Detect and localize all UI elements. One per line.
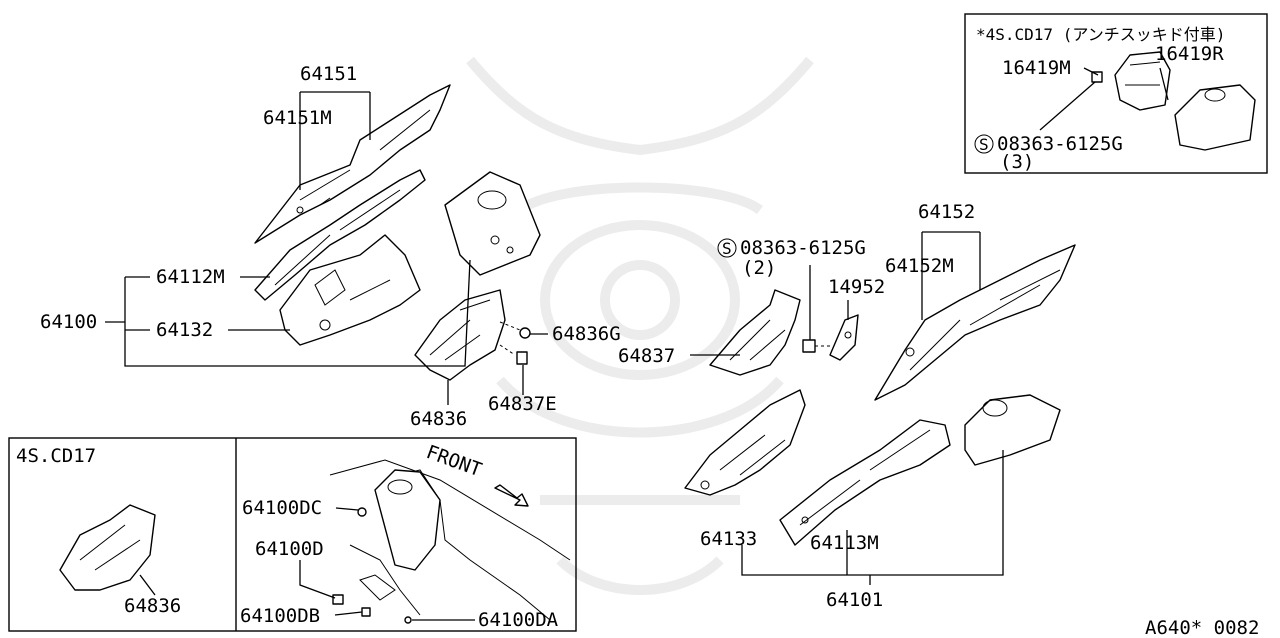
front-label: FRONT	[423, 441, 484, 481]
diagram-code: A640* 0082	[1145, 617, 1259, 638]
label-64836-cd17: 64836	[124, 595, 181, 617]
leaders-center	[690, 265, 849, 356]
label-16419M: 16419M	[1002, 57, 1071, 79]
part-strut-tower-left	[444, 171, 541, 276]
part-64112M-member	[254, 169, 426, 301]
label-64151: 64151	[300, 63, 357, 85]
svg-text:S: S	[722, 239, 732, 258]
inset-abs-box	[964, 13, 1268, 174]
part-64836G-bolt	[499, 321, 531, 339]
label-16419R: 16419R	[1155, 43, 1224, 65]
label-64100DA: 64100DA	[478, 609, 559, 631]
part-strut-tower-right	[964, 394, 1061, 466]
screw-s-circle-icon: S	[974, 134, 994, 154]
label-bolt-center-qty: (2)	[742, 257, 776, 279]
part-64837E-bolt	[499, 344, 528, 365]
label-64837: 64837	[618, 345, 675, 367]
inset-bottom-box	[8, 437, 577, 632]
label-bolt-inset-qty: (3)	[1000, 151, 1034, 173]
samurai-helmet-watermark	[466, 56, 814, 595]
inset-left-title: 4S.CD17	[16, 445, 96, 467]
part-64152-member	[874, 244, 1076, 401]
part-64837-bracket	[709, 289, 801, 376]
label-64113M: 64113M	[810, 532, 879, 554]
label-64836G: 64836G	[552, 323, 621, 345]
label-64132: 64132	[156, 319, 213, 341]
label-14952: 14952	[828, 276, 885, 298]
front-arrow-icon	[494, 484, 529, 507]
part-14952-bracket	[829, 314, 859, 361]
inset-top-title: *4S.CD17 (アンチスッキド付車)	[976, 25, 1225, 44]
part-64151-member	[254, 84, 451, 244]
label-64836: 64836	[410, 408, 467, 430]
label-64837E: 64837E	[488, 393, 557, 415]
part-64132-apron	[279, 234, 421, 346]
leaders-inset-bottom	[299, 507, 475, 621]
label-64152M: 64152M	[885, 255, 954, 277]
leaders-right	[741, 231, 1004, 585]
label-64100D: 64100D	[255, 538, 324, 560]
label-64100DC: 64100DC	[242, 497, 322, 519]
screw-s-circle-icon: S	[717, 238, 737, 258]
label-64151M: 64151M	[263, 107, 332, 129]
leaders-left	[105, 91, 548, 405]
label-bolt-center: 08363-6125G	[740, 237, 866, 259]
label-64101: 64101	[826, 589, 883, 611]
label-64152: 64152	[918, 201, 975, 223]
label-64100: 64100	[40, 311, 97, 333]
leaders-inset-top	[1039, 67, 1169, 131]
label-64100DB: 64100DB	[240, 605, 320, 627]
part-frame-rear-section	[329, 459, 571, 624]
part-64836-cd17	[59, 504, 156, 596]
part-64133-apron	[684, 389, 806, 496]
part-64113M-member	[779, 419, 951, 546]
part-16419-abs-bracket	[1091, 51, 1256, 151]
svg-text:S: S	[979, 135, 989, 154]
part-64836-bracket	[414, 289, 506, 381]
bolt-center	[802, 339, 830, 353]
label-bolt-inset: 08363-6125G	[997, 133, 1123, 155]
label-64112M: 64112M	[156, 266, 225, 288]
label-64133: 64133	[700, 528, 757, 550]
